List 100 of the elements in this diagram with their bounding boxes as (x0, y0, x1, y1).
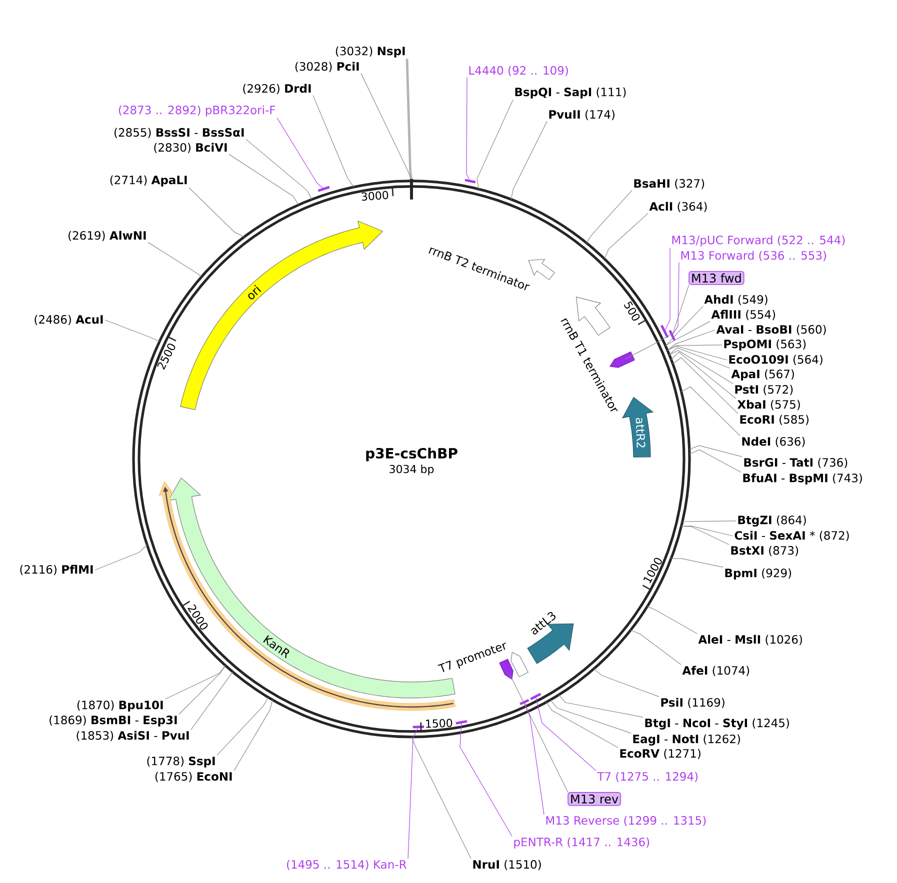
enzyme-label: EcoRI (585) (740, 414, 808, 426)
enzyme-label: CsiI - SexAI* (872) (734, 530, 849, 542)
enzyme-label: PsiI (1169) (661, 698, 724, 708)
leader-line (550, 699, 632, 734)
leader-line (680, 526, 730, 545)
primer-tag: M13 fwd (688, 270, 744, 286)
scale-label: 3000 (362, 190, 388, 201)
enzyme-label: PspOMI (563) (724, 339, 806, 351)
leader-line (164, 665, 226, 700)
enzyme-label: BsaHI (327) (634, 178, 704, 190)
map-title: p3E-csChBP (366, 448, 458, 462)
primer-label: (1495 .. 1514) Kan-R (286, 860, 406, 870)
enzyme-label: AflIII (554) (711, 310, 776, 320)
enzyme-label: (1869) BsmBI - Esp3I (50, 715, 177, 727)
primer-site (530, 692, 542, 700)
enzyme-label: (1765) EcoNI (155, 772, 232, 782)
leader-line (594, 668, 660, 697)
leader-line (680, 386, 740, 436)
enzyme-label: ApaI (567) (731, 369, 794, 381)
leader-line (670, 558, 724, 568)
enzyme-label: AhdI (549) (704, 294, 768, 306)
primer-label: pENTR-R (1417 .. 1436) (514, 837, 650, 849)
leader-line (510, 121, 548, 200)
leader-line (188, 187, 244, 238)
enzyme-label: PvuII (174) (549, 110, 614, 120)
leader-line (689, 449, 742, 473)
feature-block: ori (180, 220, 384, 410)
leader-line (246, 139, 312, 200)
leader-line (624, 284, 690, 360)
enzyme-label: (2116) PflMI (20, 564, 93, 576)
primer-label: T7 (1275 .. 1294) (597, 772, 698, 782)
leader-line (360, 73, 412, 182)
primer-site (456, 720, 468, 725)
leader-line (667, 330, 716, 351)
leader-line (630, 630, 682, 665)
leader-line (104, 320, 160, 342)
enzyme-label: (3032) NspI (336, 46, 405, 58)
leader-line (228, 154, 299, 206)
leader-line (408, 728, 418, 859)
leader-line (312, 95, 354, 188)
leader-line (667, 344, 722, 351)
primer-site (668, 330, 676, 341)
primer-label: M13 Reverse (1299 .. 1315) (546, 816, 706, 826)
enzyme-label: AfeI (1074) (682, 666, 750, 676)
enzyme-label: PstI (572) (735, 384, 793, 396)
feature-block: attR2 (622, 396, 654, 458)
leader-line (276, 117, 324, 188)
leader-line (524, 702, 544, 815)
enzyme-label: BsrGI - TatI (736) (744, 458, 848, 468)
leader-line (672, 357, 738, 414)
enzyme-label: NdeI (636) (742, 436, 805, 448)
primer-site (318, 186, 330, 192)
leader-line (668, 350, 734, 384)
sequence-length: 3034 bp (390, 464, 434, 476)
enzyme-label: (2619) AlwNI (68, 230, 146, 242)
enzyme-label: EagI - NotI (1262) (633, 734, 740, 746)
enzyme-label: BpmI (929) (725, 568, 792, 580)
primer-site (660, 324, 669, 338)
leader-line (665, 321, 710, 346)
leader-line (466, 77, 470, 180)
enzyme-label: AvaI - BsoBI (560) (716, 324, 826, 336)
leader-line (670, 352, 736, 399)
enzyme-label: (2830) BciVI (154, 142, 227, 154)
leader-line (664, 247, 670, 330)
leader-line (216, 696, 269, 756)
leader-line (586, 190, 632, 244)
leader-line (476, 99, 514, 190)
enzyme-label: (2855) BssSI - BssSαI (114, 128, 244, 138)
leader-line (178, 665, 226, 715)
enzyme-label: BtgZI (864) (738, 515, 806, 527)
leader-line (667, 346, 728, 360)
leader-line (411, 736, 472, 859)
leader-line (94, 544, 148, 570)
leader-line (406, 58, 413, 182)
leader-line (509, 674, 568, 793)
enzyme-label: AleI - MslI (1026) (698, 634, 802, 646)
enzyme-label: (1778) SspI (147, 756, 215, 768)
enzyme-label: (2926) DrdI (243, 84, 311, 94)
enzyme-label: NruI (1510) (473, 860, 541, 870)
enzyme-label: EcoRV (1271) (620, 748, 700, 760)
leader-line (234, 699, 273, 771)
enzyme-label: (2714) ApaLI (110, 175, 187, 187)
primer-site (412, 726, 424, 728)
leader-line (546, 702, 618, 748)
leader-line (646, 606, 698, 634)
enzyme-label: BtgI - NcoI - StyI (1245) (645, 718, 789, 730)
enzyme-label: XbaI (575) (737, 400, 800, 410)
leader-line (190, 672, 234, 730)
leader-line (665, 306, 704, 346)
leader-line (682, 520, 736, 522)
primer-label: M13 Forward (536 .. 553) (681, 250, 826, 262)
enzyme-label: AclI (364) (649, 202, 707, 212)
leader-line (668, 347, 730, 369)
enzyme-label: (3028) PciI (295, 62, 359, 72)
primer-site (464, 178, 476, 184)
enzyme-label: BstXI (873) (731, 546, 798, 556)
primer-tag: M13 rev (568, 792, 621, 806)
leader-line (604, 213, 648, 260)
enzyme-label: (1853) AsiSI - PvuI (76, 730, 189, 742)
scale-label: 1500 (426, 718, 452, 728)
